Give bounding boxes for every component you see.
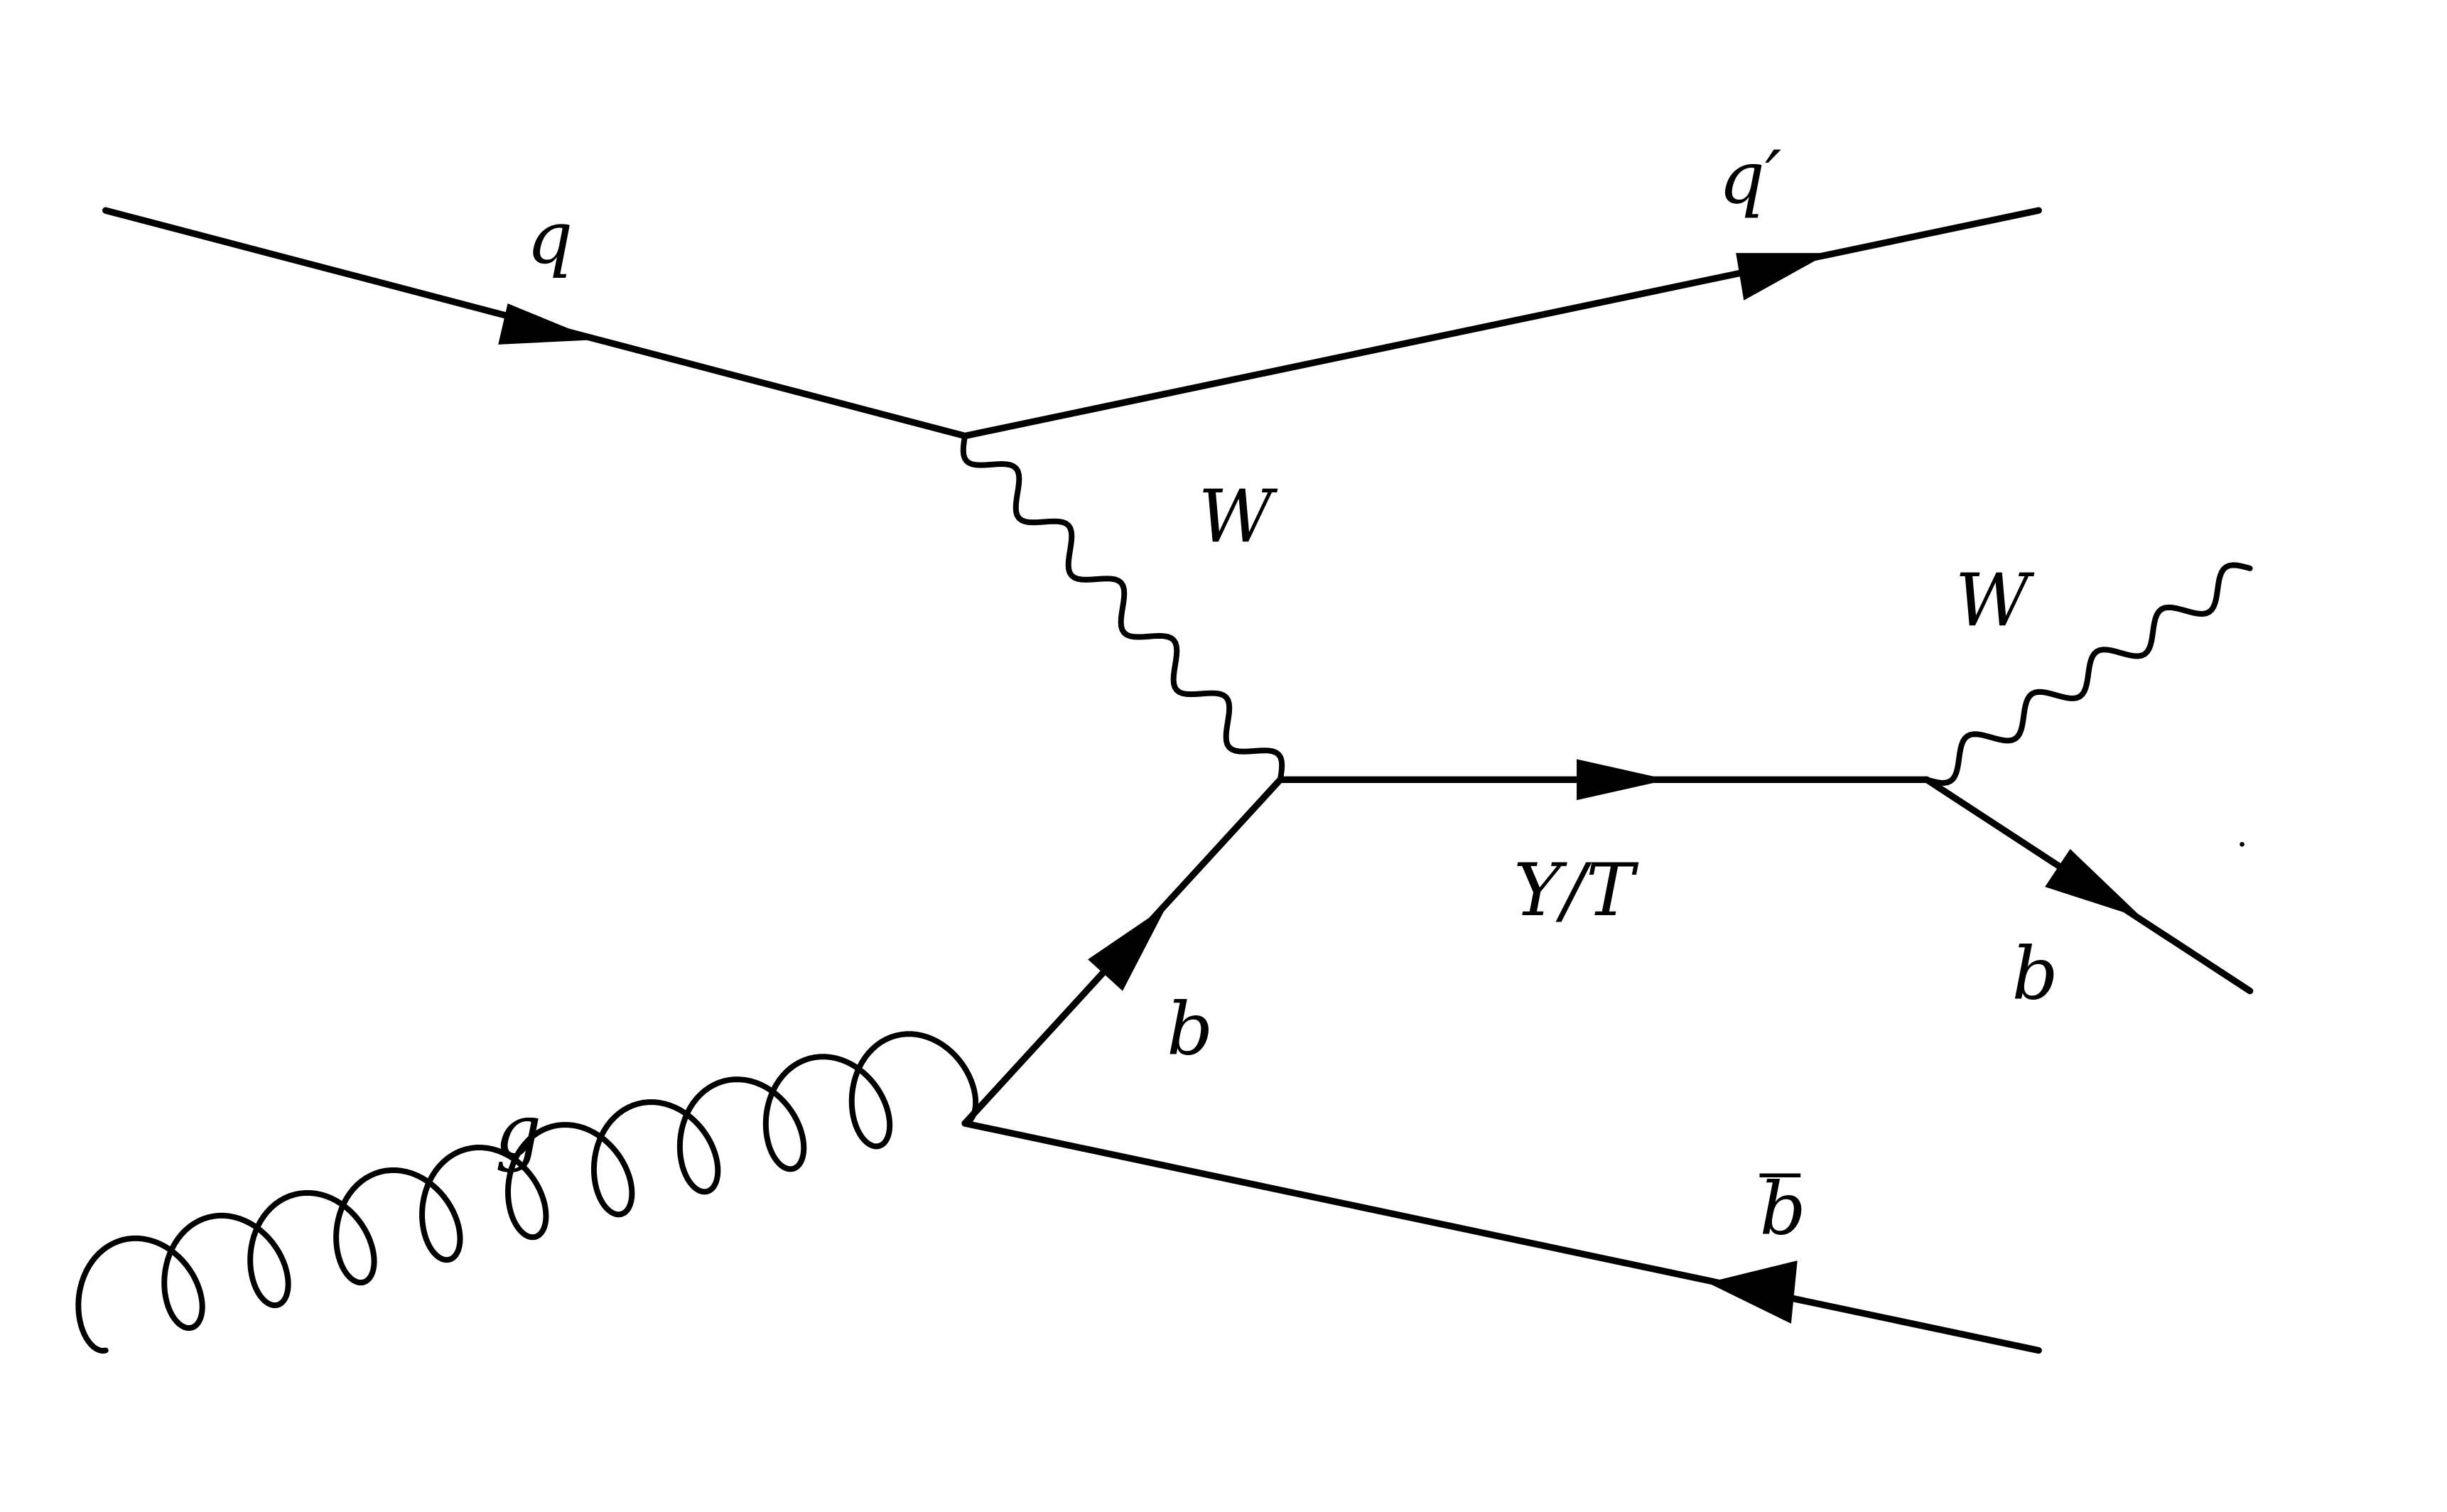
label-antiquark: b <box>1759 1167 1805 1251</box>
label-w-propagator: W <box>1198 475 1277 559</box>
decay-b-arrow <box>2045 848 2143 919</box>
outgoing-quark-arrow <box>1736 253 1830 301</box>
label-decay-b: b <box>2012 932 2058 1017</box>
label-exchanged-b: b <box>1167 987 1213 1071</box>
outgoing-quark-line <box>961 207 2042 440</box>
label-vlq: Y/T <box>1513 848 1639 933</box>
label-q: q <box>526 195 573 280</box>
vlq-arrow <box>1577 759 1668 801</box>
gluon-line <box>75 1031 979 1354</box>
incoming-quark-arrow <box>498 303 596 345</box>
label-w-decay: W <box>1955 558 2035 643</box>
label-gluon: g <box>495 1090 541 1174</box>
w-boson-decay <box>1923 562 2253 786</box>
exchanged-b-arrow <box>1088 905 1167 991</box>
w-boson-propagator <box>960 433 1285 783</box>
stray-dot <box>2240 841 2245 847</box>
antiquark-arrow <box>1707 1260 1798 1324</box>
label-q-prime: q′ <box>1719 136 1782 220</box>
antiquark-line <box>961 1120 2042 1354</box>
